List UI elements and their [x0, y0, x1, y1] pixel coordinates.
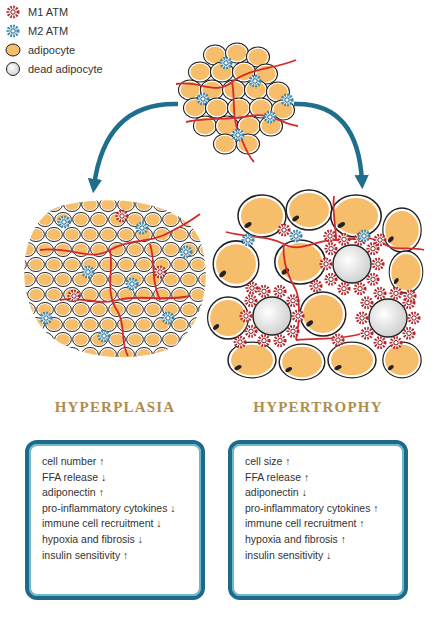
effect-line: immune cell recruitment ↑: [245, 516, 396, 532]
effect-line: hypoxia and fibrosis ↓: [42, 532, 193, 548]
effect-line: insulin sensitivity ↓: [245, 548, 396, 564]
box-heading: HYPERPLASIA: [25, 396, 205, 418]
summary-box: HYPERTROPHY cell size ↑FFA release ↑adipo…: [228, 396, 408, 600]
summary-box: HYPERPLASIA cell number ↑FFA release ↓adi…: [25, 396, 205, 600]
effect-line: hypoxia and fibrosis ↑: [245, 532, 396, 548]
effect-line: adiponectin ↑: [42, 485, 193, 501]
lean-tissue: [176, 43, 298, 162]
hyperplastic-tissue: [24, 200, 206, 357]
effect-line: immune cell recruitment ↓: [42, 516, 193, 532]
effect-line: pro-inflammatory cytokines ↓: [42, 501, 193, 517]
box-heading: HYPERTROPHY: [228, 396, 408, 418]
transition-arrow: [94, 104, 178, 186]
transition-arrow: [294, 104, 362, 182]
box-frame: cell size ↑FFA release ↑adiponectin ↓pro…: [228, 440, 408, 600]
effect-line: cell size ↑: [245, 454, 396, 470]
legend-adipocyte: [6, 44, 20, 56]
legend-text: M2 ATM: [28, 24, 68, 38]
effect-line: insulin sensitivity ↑: [42, 548, 193, 564]
legend-text: dead adipocyte: [28, 62, 103, 76]
effect-line: adiponectin ↓: [245, 485, 396, 501]
box-frame: cell number ↑FFA release ↓adiponectin ↑p…: [25, 440, 205, 600]
effect-line: FFA release ↓: [42, 470, 193, 486]
legend-text: M1 ATM: [28, 5, 68, 19]
hypertrophic-tissue: [208, 190, 424, 380]
legend-text: adipocyte: [28, 43, 75, 57]
effect-line: cell number ↑: [42, 454, 193, 470]
effect-line: FFA release ↑: [245, 470, 396, 486]
effect-line: pro-inflammatory cytokines ↑: [245, 501, 396, 517]
legend-dead-adipocyte: [7, 63, 20, 76]
